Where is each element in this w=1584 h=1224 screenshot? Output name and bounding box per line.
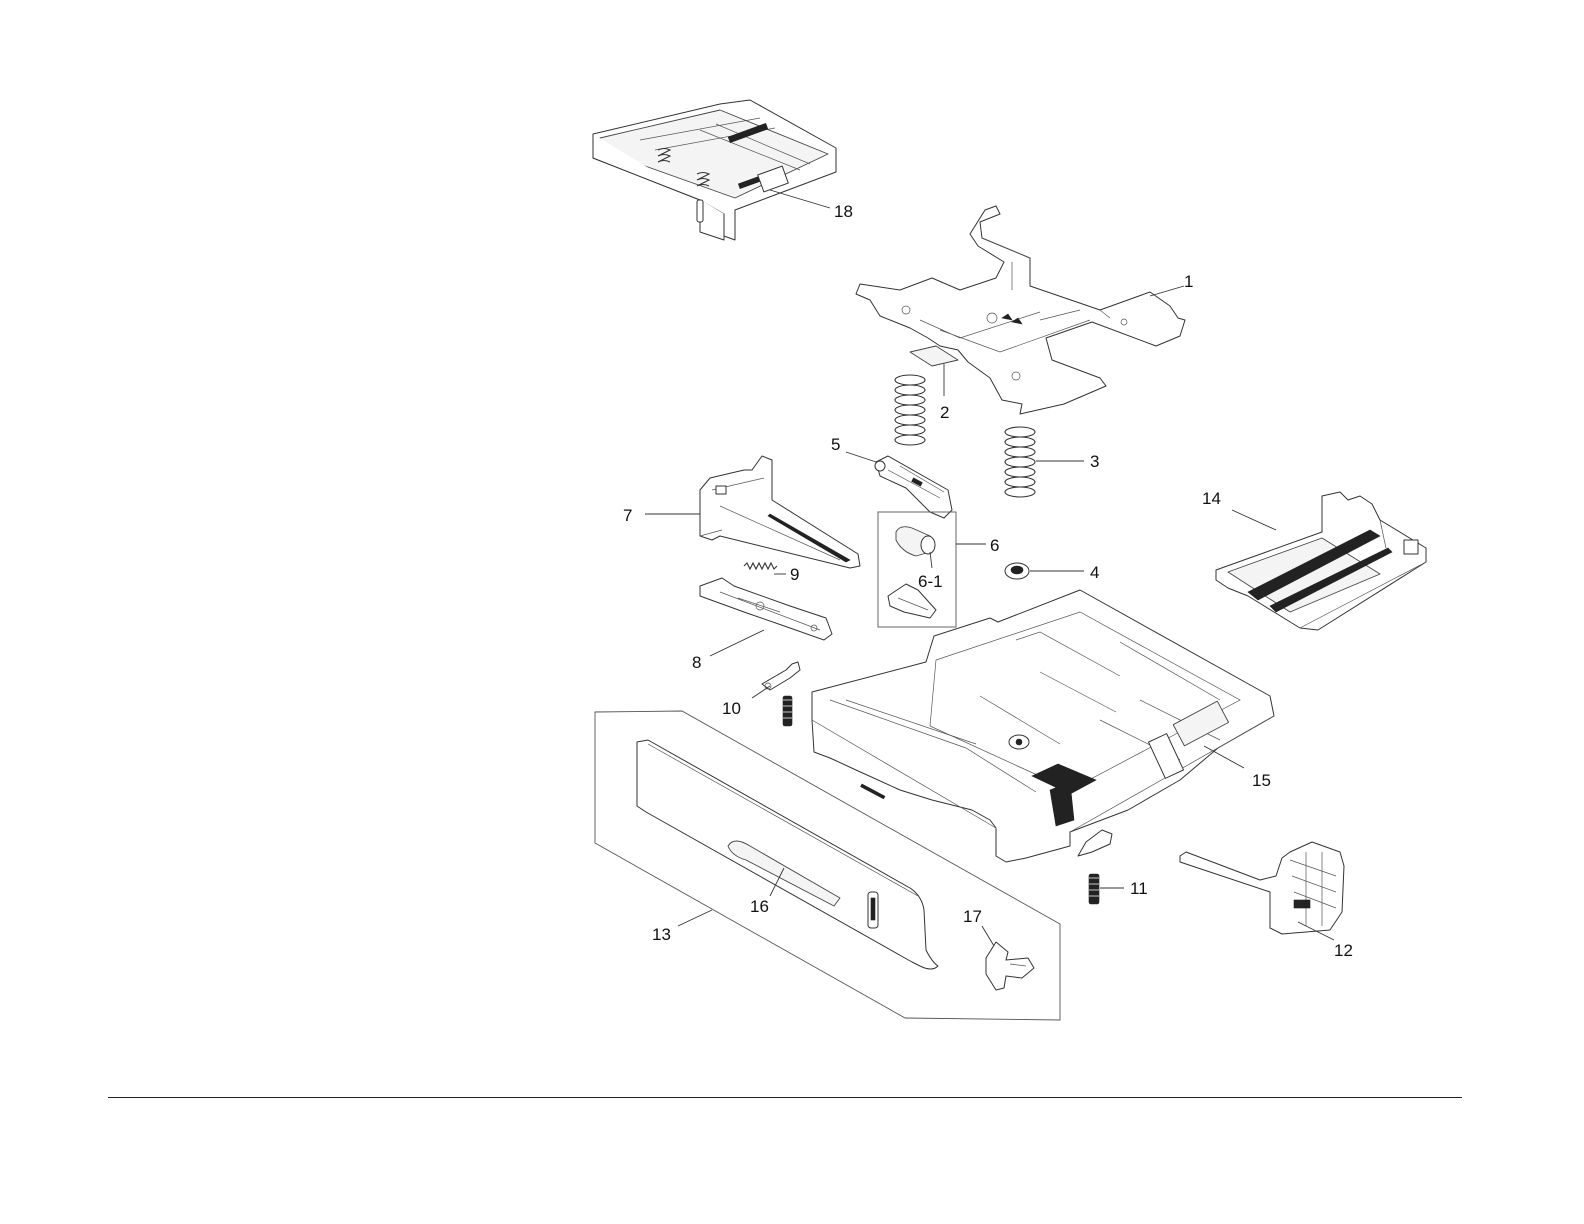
footer-rule <box>108 1097 1462 1098</box>
callout-17: 17 <box>963 907 982 926</box>
part-14-extension-tray <box>1216 492 1426 630</box>
part-9-spring <box>744 563 777 569</box>
part-3-spring <box>1005 427 1035 497</box>
spring-under-10 <box>783 696 792 726</box>
callout-10: 10 <box>722 699 741 718</box>
leader-1 <box>1150 286 1184 296</box>
part-7-side-guide <box>700 456 860 568</box>
callout-14: 14 <box>1202 489 1221 508</box>
part-11-spring <box>1089 874 1099 904</box>
leader-5 <box>846 452 876 462</box>
callout-15: 15 <box>1252 771 1271 790</box>
callout-18: 18 <box>834 202 853 221</box>
leader-10 <box>752 686 770 698</box>
callout-2: 2 <box>940 403 949 422</box>
part-15-tray-frame <box>812 590 1274 862</box>
part-17-latch <box>986 942 1034 990</box>
part-18-cassette-assembly <box>593 100 836 240</box>
part-8-guide-plate <box>700 578 832 640</box>
part-10-lever <box>762 662 800 690</box>
callout-11: 11 <box>1130 879 1148 898</box>
leader-14 <box>1232 510 1276 530</box>
leader-17 <box>982 926 994 946</box>
callout-16: 16 <box>750 897 769 916</box>
leader-18 <box>770 190 830 208</box>
callout-5: 5 <box>831 435 840 454</box>
part-12-rear-guide <box>1180 842 1344 934</box>
leader-13 <box>678 910 712 926</box>
callout-9: 9 <box>790 565 799 584</box>
part-2-pad <box>910 346 958 366</box>
callout-13: 13 <box>652 925 671 944</box>
callout-6: 6 <box>990 536 999 555</box>
callout-7: 7 <box>623 506 632 525</box>
callout-6-1: 6-1 <box>918 572 943 591</box>
part-4-gear <box>1005 563 1029 579</box>
callout-3: 3 <box>1090 452 1099 471</box>
spring-left <box>895 375 925 445</box>
part-5-holder <box>875 456 952 518</box>
leader-6-1 <box>930 552 932 568</box>
callout-4: 4 <box>1090 563 1099 582</box>
callout-12: 12 <box>1334 941 1353 960</box>
leader-15 <box>1204 746 1244 768</box>
callout-8: 8 <box>692 653 701 672</box>
part-1-knock-up-plate <box>856 206 1185 414</box>
callout-1: 1 <box>1184 272 1193 291</box>
part-6-pickup-assembly <box>878 512 956 627</box>
leader-8 <box>710 630 764 656</box>
